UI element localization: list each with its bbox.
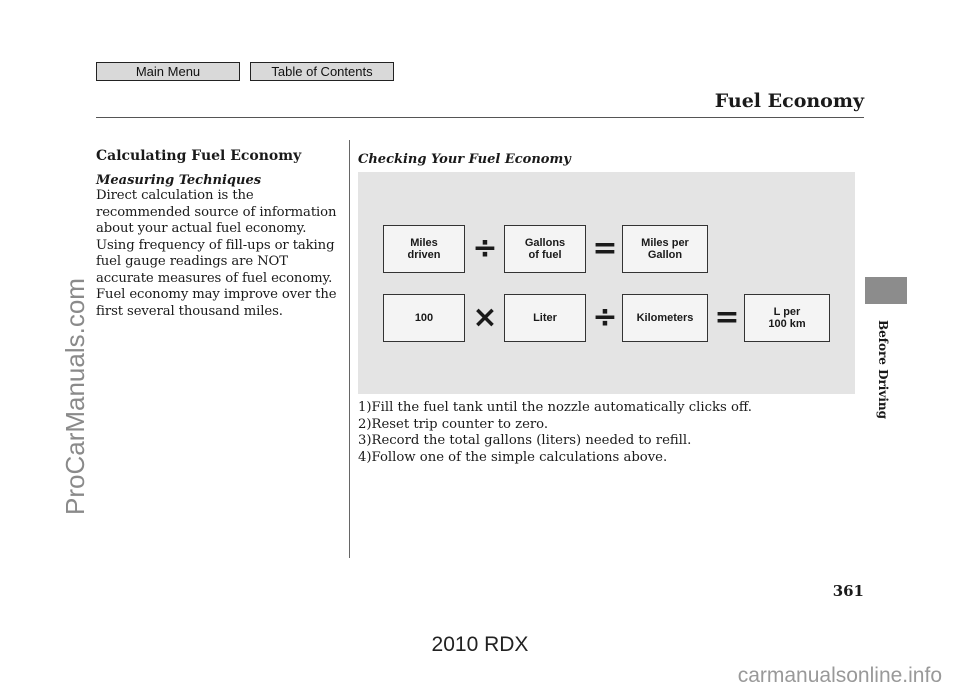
body-line: recommended source of information [96,204,337,220]
diagram-title: Checking Your Fuel Economy [358,152,571,167]
model-label: 2010 RDX [431,633,529,656]
side-tab-label: Before Driving [876,320,890,420]
main-menu-button[interactable]: Main Menu [96,62,240,81]
body-line: Fuel economy may improve over the [96,287,337,302]
equals-icon: = [592,231,618,266]
left-column: Calculating Fuel Economy Measuring Techn… [96,148,341,320]
body-line: Using frequency of fill-ups or taking [96,237,335,253]
subheading: Measuring Techniques [96,173,262,188]
divide-icon: ÷ [592,300,618,335]
body-line: accurate measures of fuel economy. [96,270,333,286]
multiply-icon: × [472,300,498,335]
body-line: Direct calculation is the [96,188,254,203]
column-divider [349,140,350,558]
step-item: 1)Fill the fuel tank until the nozzle au… [358,400,752,415]
bottom-watermark: carmanualsonline.info [737,664,942,687]
table-of-contents-button[interactable]: Table of Contents [250,62,394,81]
miles-driven-box: Miles driven [383,225,465,273]
left-watermark: ProCarManuals.com [60,278,90,515]
header-divider [96,117,864,118]
steps-list: 1)Fill the fuel tank until the nozzle au… [358,400,858,466]
body-line: about your actual fuel economy. [96,221,307,236]
divide-icon: ÷ [472,231,498,266]
kilometers-box: Kilometers [622,294,708,342]
miles-per-gallon-box: Miles per Gallon [622,225,708,273]
side-tab-marker [865,277,907,304]
step-item: 4)Follow one of the simple calculations … [358,449,668,465]
page-number: 361 [832,582,864,600]
section-heading: Calculating Fuel Economy [96,148,302,164]
fuel-economy-formula-diagram: Miles driven ÷ Gallons of fuel = Miles p… [358,172,855,394]
equals-icon: = [714,300,740,335]
section-title: Fuel Economy [714,90,864,112]
gallons-of-fuel-box: Gallons of fuel [504,225,586,273]
step-item: 3)Record the total gallons (liters) need… [358,433,692,448]
body-line: first several thousand miles. [96,303,283,319]
liter-box: Liter [504,294,586,342]
liters-per-100km-box: L per 100 km [744,294,830,342]
step-item: 2)Reset trip counter to zero. [358,416,549,432]
body-line: fuel gauge readings are NOT [96,254,288,269]
hundred-box: 100 [383,294,465,342]
